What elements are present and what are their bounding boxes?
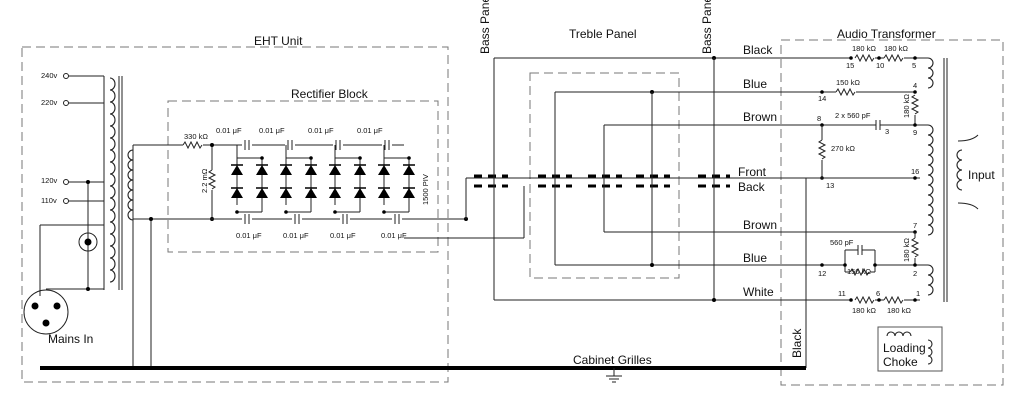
tap-110v-label: 110v [41, 196, 57, 205]
pin-9: 9 [913, 128, 917, 137]
r180-v-top-label: 180 kΩ [902, 94, 911, 118]
r180-b-label: 180 kΩ [884, 44, 908, 53]
mains-wiring [39, 180, 153, 368]
pin-10: 10 [876, 61, 884, 70]
tap-240v-label: 240v [41, 71, 58, 80]
c-bottom-4-label: 0.01 μF [381, 231, 407, 240]
c-top-2-label: 0.01 μF [259, 126, 285, 135]
tap-220v-label: 220v [41, 98, 58, 107]
treble-panel-outline [529, 72, 680, 279]
pin-6: 6 [876, 289, 880, 298]
audio-transformer-outline [780, 39, 1004, 386]
c2x560-label: 2 x 560 pF [835, 111, 871, 120]
r180-a-label: 180 kΩ [852, 44, 876, 53]
rectifier-block-outline [167, 100, 439, 253]
c-bottom-1-label: 0.01 μF [236, 231, 262, 240]
eht-output-wiring [404, 177, 738, 239]
pin-12: 12 [818, 269, 826, 278]
c-bottom-2-label: 0.01 μF [283, 231, 309, 240]
pin-13: 13 [826, 181, 834, 190]
audio-transformer-label: Audio Transformer [837, 27, 936, 41]
panel-signal-wiring [493, 56, 915, 302]
panel-electrodes [474, 174, 730, 188]
front-label: Front [738, 165, 767, 179]
transformer-network: 180 kΩ 180 kΩ 15 10 5 150 kΩ 14 4 180 kΩ… [738, 44, 979, 315]
c-top-3-label: 0.01 μF [308, 126, 334, 135]
wire-white-label: White [743, 285, 774, 299]
eht-unit-label: EHT Unit [254, 34, 303, 48]
r180-v-bot-label: 180 kΩ [902, 238, 911, 262]
pin-1: 1 [916, 289, 920, 298]
wire-brown-bottom-label: Brown [743, 218, 777, 232]
c-top-1-label: 0.01 μF [216, 126, 242, 135]
choke-label: Choke [883, 355, 918, 369]
black-vertical-label: Black [790, 328, 804, 358]
pin-8: 8 [817, 114, 821, 123]
pin-11: 11 [838, 289, 846, 298]
r150-bot-label: 150 kΩ [847, 267, 871, 276]
mains-plug-icon [23, 289, 69, 335]
pin-2: 2 [913, 269, 917, 278]
loading-choke [877, 326, 943, 372]
bass-panel-left-label: Bass Panel [478, 0, 492, 54]
r180-c-label: 180 kΩ [852, 306, 876, 315]
diode-stack [230, 145, 416, 214]
wire-black-label: Black [743, 43, 773, 57]
piv-label: 1500 PIV [421, 174, 430, 205]
pin-7: 7 [913, 221, 917, 230]
c-bottom-3-label: 0.01 μF [330, 231, 356, 240]
r150-top-label: 150 kΩ [836, 78, 860, 87]
pin-3: 3 [885, 127, 889, 136]
indicator-lamp-icon [78, 232, 98, 252]
treble-panel-label: Treble Panel [569, 27, 637, 41]
r330-label: 330 kΩ [184, 132, 208, 141]
wire-brown-top-label: Brown [743, 110, 777, 124]
cabinet-grilles-label: Cabinet Grilles [573, 353, 652, 367]
mains-taps: 240v 220v 120v 110v [41, 71, 104, 205]
c-top-4-label: 0.01 μF [357, 126, 383, 135]
r270-label: 270 kΩ [831, 144, 855, 153]
r180-d-label: 180 kΩ [887, 306, 911, 315]
rectifier-block-label: Rectifier Block [291, 87, 369, 101]
wire-blue-bottom-label: Blue [743, 251, 767, 265]
input-label: Input [968, 168, 995, 182]
bass-panel-right-label: Bass Panel [700, 0, 714, 54]
r22m-label: 2.2 mΩ [200, 168, 209, 193]
back-label: Back [738, 180, 766, 194]
pin-5: 5 [912, 61, 916, 70]
wire-blue-top-label: Blue [743, 77, 767, 91]
loading-label: Loading [883, 341, 926, 355]
tap-120v-label: 120v [41, 176, 58, 185]
pin-4: 4 [913, 81, 917, 90]
pin-14: 14 [818, 94, 826, 103]
ground-bus [40, 178, 807, 383]
pin-16: 16 [911, 167, 919, 176]
mains-in-label: Mains In [48, 332, 93, 346]
mains-transformer [103, 76, 160, 290]
rectifier-network: 330 kΩ 2.2 mΩ 0.01 μF 0.01 μF 0.01 μF 0.… [160, 126, 430, 240]
pin-15: 15 [846, 61, 854, 70]
c560-label: 560 pF [830, 238, 854, 247]
eht-unit-outline [21, 46, 449, 383]
